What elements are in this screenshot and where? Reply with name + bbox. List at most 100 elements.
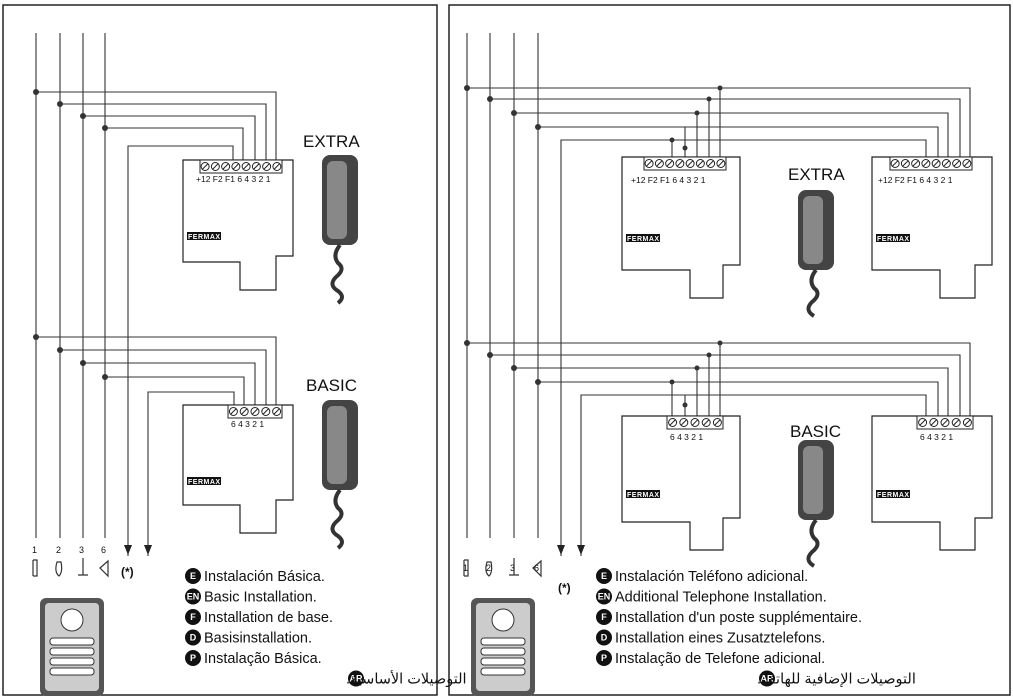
wire-number-3: 3 xyxy=(79,545,84,555)
terminal-screw xyxy=(952,159,962,168)
language-badge xyxy=(596,609,612,625)
terminal-screw xyxy=(716,159,726,168)
terminal-screw xyxy=(262,162,272,171)
terminal-screw xyxy=(228,407,238,416)
brand-logo: FERMAX xyxy=(877,492,910,499)
legend-text: التوصيلات الأساسية. xyxy=(346,670,467,688)
door-panel-icon xyxy=(471,598,535,696)
terminal-screw xyxy=(272,162,282,171)
wire-number-2: 2 xyxy=(486,563,491,573)
wire-number-6: 6 xyxy=(101,545,106,555)
language-badge-label: F xyxy=(190,612,196,622)
brand-logo: FERMAX xyxy=(627,236,660,243)
right-basic-label: BASIC xyxy=(790,422,841,441)
terminal-screw xyxy=(668,418,678,427)
language-badge xyxy=(596,629,612,646)
language-badge-label: P xyxy=(601,653,607,663)
right-basic-terminal-labels-2: 6 4 3 2 1 xyxy=(920,432,953,442)
terminal-screw xyxy=(918,418,928,427)
legend-item: P Instalação de Telefone adicional. xyxy=(596,650,825,667)
terminal-screw xyxy=(951,418,961,427)
language-badge-label: F xyxy=(601,612,607,622)
language-badge xyxy=(348,670,364,687)
terminal-screw xyxy=(644,159,654,168)
language-badge-label: EN xyxy=(187,592,200,602)
terminal-screw xyxy=(210,162,220,171)
language-badge-label: D xyxy=(601,633,608,643)
terminal-screw xyxy=(221,162,231,171)
legend-text: Additional Telephone Installation. xyxy=(615,590,827,606)
language-badge-label: AR xyxy=(350,674,363,684)
wire-number-1: 1 xyxy=(32,545,37,555)
handset-icon xyxy=(322,400,358,550)
legend-text: Installation eines Zusatztelefons. xyxy=(615,631,825,647)
left-wiring xyxy=(33,33,277,556)
legend-text: Instalação de Telefone adicional. xyxy=(615,651,825,667)
asterisk-note: (*) xyxy=(121,565,134,579)
legend-item: F Installation de base. xyxy=(185,609,333,626)
terminal-screw xyxy=(272,407,282,416)
handset-icon xyxy=(798,440,834,568)
terminal-screw xyxy=(690,418,700,427)
brand-logo: FERMAX xyxy=(877,236,910,243)
right-extra-unit-1 xyxy=(621,156,741,299)
terminal-screw xyxy=(665,159,675,168)
terminal-screw xyxy=(911,159,921,168)
right-basic-terminal-labels-1: 6 4 3 2 1 xyxy=(670,432,703,442)
terminal-screw xyxy=(675,159,685,168)
terminal-screw xyxy=(654,159,664,168)
terminal-screw xyxy=(679,418,689,427)
asterisk-note: (*) xyxy=(558,581,571,595)
terminal-screw xyxy=(200,162,210,171)
legend-text: Basic Installation. xyxy=(204,590,317,606)
language-badge xyxy=(596,588,612,605)
language-badge-label: P xyxy=(190,653,196,663)
right-extra-unit-2 xyxy=(871,156,993,299)
wire-number-6: 6 xyxy=(534,563,539,573)
right-extra-terminal-labels-2: +12 F2 F1 6 4 3 2 1 xyxy=(878,175,953,185)
door-panel-icon xyxy=(40,598,104,696)
terminal-screw xyxy=(900,159,910,168)
language-badge xyxy=(596,650,612,666)
language-badge-label: AR xyxy=(761,674,774,684)
terminal-screw xyxy=(706,159,716,168)
left-extra-unit xyxy=(182,159,294,291)
language-badge xyxy=(185,629,201,646)
legend-item: EN Additional Telephone Installation. xyxy=(596,588,827,606)
terminal-screw xyxy=(890,159,900,168)
legend-text: Installation d'un poste supplémentaire. xyxy=(615,610,862,626)
language-badge xyxy=(185,568,201,584)
terminal-screw xyxy=(241,162,251,171)
legend-text: Installation de base. xyxy=(204,610,333,626)
legend-item: F Installation d'un poste supplémentaire. xyxy=(596,609,862,626)
handset-icon xyxy=(798,190,834,318)
terminal-screw xyxy=(250,407,260,416)
language-badge xyxy=(185,650,201,666)
legend-text: التوصيلات الإضافية للهاتف. xyxy=(757,672,916,688)
terminal-screws xyxy=(200,159,972,427)
right-wiring xyxy=(464,33,971,556)
legend-item: D Installation eines Zusatztelefons. xyxy=(596,629,825,647)
terminal-screw xyxy=(239,407,249,416)
right-extra-label: EXTRA xyxy=(788,165,845,184)
right-extra-terminal-labels-1: +12 F2 F1 6 4 3 2 1 xyxy=(631,175,706,185)
terminal-screw xyxy=(940,418,950,427)
terminal-screw xyxy=(261,407,271,416)
language-badge xyxy=(596,568,612,584)
left-extra-label: EXTRA xyxy=(303,132,360,151)
terminal-screw xyxy=(941,159,951,168)
legend-item: EN Basic Installation. xyxy=(185,588,317,606)
language-badge-label: EN xyxy=(598,592,611,602)
terminal-screw xyxy=(962,418,972,427)
language-badge xyxy=(185,588,201,605)
wire-number-2: 2 xyxy=(56,545,61,555)
right-panel xyxy=(448,4,1011,696)
language-badge-label: D xyxy=(190,633,197,643)
terminal-screw xyxy=(929,418,939,427)
